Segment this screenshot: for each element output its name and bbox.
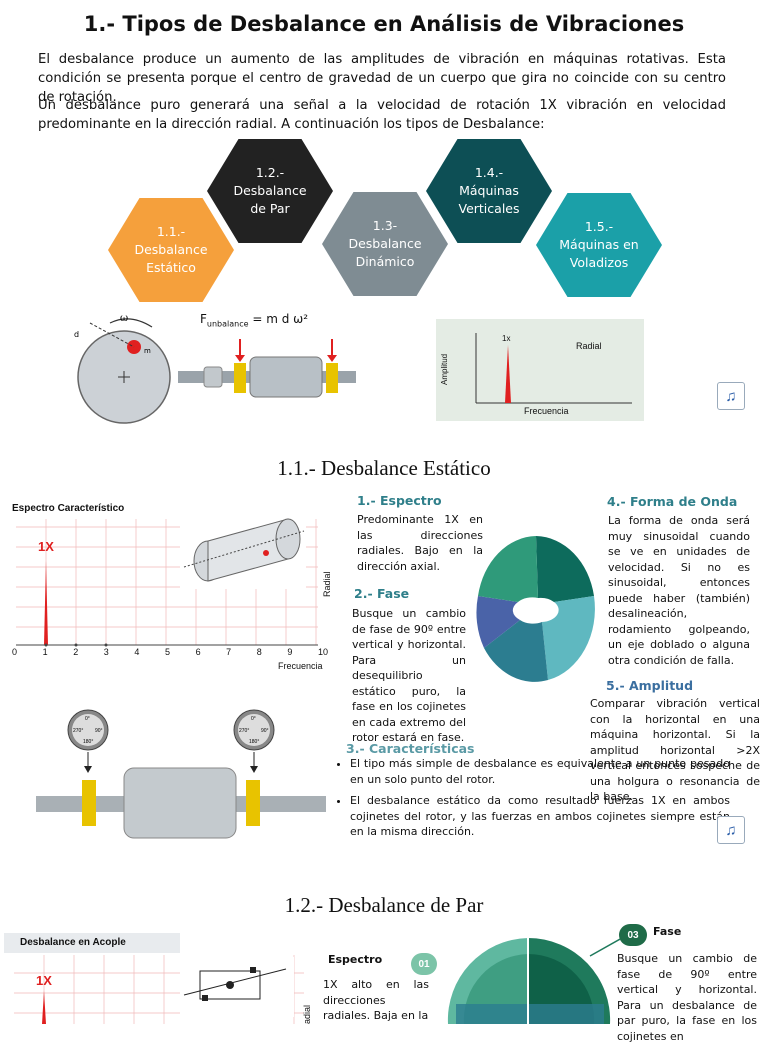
hex-desbalance-estatico[interactable]: 1.1.- Desbalance Estático <box>108 198 234 302</box>
dial-right-top: 0° <box>251 716 256 722</box>
x-tick: 4 <box>134 647 140 657</box>
espectro-heading: 1.- Espectro <box>357 493 442 508</box>
dial-left-top: 0° <box>85 716 90 722</box>
page-title: 1.- Tipos de Desbalance en Análisis de V… <box>83 12 685 36</box>
m-label: m <box>144 347 151 355</box>
intro-paragraph-1: El desbalance produce un aumento de las … <box>38 52 726 105</box>
immersive-reader-icon-2[interactable]: ♫ <box>717 816 745 844</box>
rotor-disk-diagram: ω d m <box>74 313 171 424</box>
par-espectro-text: 1X alto en las direcciones radiales. Baj… <box>323 978 429 1022</box>
caracteristica-item: El tipo más simple de desbalance es equi… <box>350 756 730 787</box>
spectrum-x-ticks: 0 1 2 3 4 5 6 7 8 9 10 <box>12 647 328 657</box>
radial-spectrum-chart: 1x Radial Amplitud Frecuencia <box>436 319 644 421</box>
forma-onda-text: La forma de onda será muy sinusoidal cua… <box>608 514 750 667</box>
x-tick: 8 <box>256 647 262 657</box>
radial-peak-1x <box>505 345 511 403</box>
intro-paragraph-2: Un desbalance puro generará una señal a … <box>38 98 726 132</box>
formula-rest: = m d ω² <box>252 312 309 326</box>
dial-right-left: 270° <box>239 728 249 734</box>
radial-ylabel: Amplitud <box>440 353 449 385</box>
x-tick: 10 <box>317 647 328 657</box>
spectrum-peak-1x <box>44 561 48 645</box>
dial-left-bottom: 180° <box>83 739 93 745</box>
coupling-ylabel: adial <box>302 1004 312 1024</box>
x-tick: 5 <box>164 647 170 657</box>
ring-graphic <box>476 536 595 682</box>
radial-xlabel: Frecuencia <box>524 406 569 416</box>
forma-onda-heading: 4.- Forma de Onda <box>607 494 738 509</box>
coupling-chart: Desbalance en Acople 1X adial <box>4 933 316 1024</box>
hex-desbalance-dinamico[interactable]: 1.3- Desbalance Dinámico <box>322 192 448 296</box>
hex-maquinas-voladizos[interactable]: 1.5.- Máquinas en Voladizos <box>536 193 662 297</box>
radial-series-label: Radial <box>576 341 602 351</box>
radial-peak-label: 1x <box>502 334 511 343</box>
par-ring-graphic <box>447 937 620 1024</box>
spectrum-ylabel: Radial <box>322 571 332 597</box>
immersive-reader-icon[interactable]: ♫ <box>717 382 745 410</box>
caracteristica-item: El desbalance estático da como resultado… <box>350 793 730 840</box>
x-tick: 0 <box>12 647 18 657</box>
rotor-dial-diagram: 0° 270° 90° 180° 0° 270° 90° 180° <box>36 709 326 839</box>
hex-maquinas-verticales[interactable]: 1.4.- Máquinas Verticales <box>426 139 552 243</box>
x-tick: 9 <box>287 647 293 657</box>
cylinder-inset-diagram <box>180 509 306 589</box>
dial-left-right: 90° <box>95 728 103 734</box>
spectrum-chart-title: Espectro Característico <box>12 503 125 514</box>
d-label: d <box>74 330 79 339</box>
caracteristicas-list: El tipo más simple de desbalance es equi… <box>336 756 730 846</box>
dial-right-bottom: 180° <box>249 739 259 745</box>
shaft-rotor-diagram <box>178 339 356 398</box>
badge-01: 01 <box>411 953 437 975</box>
x-tick: 1 <box>42 647 48 657</box>
amplitud-text: Comparar vibración vertical con la horiz… <box>590 697 760 803</box>
fase-heading: 2.- Fase <box>354 586 410 601</box>
omega-label: ω <box>120 313 128 324</box>
dial-left-left: 270° <box>73 728 83 734</box>
x-tick: 3 <box>103 647 109 657</box>
coupling-peak-label: 1X <box>36 973 52 988</box>
par-fase-heading: Fase <box>653 925 682 938</box>
par-fase-text: Busque un cambio de fase de 90º entre ve… <box>617 952 757 1043</box>
x-tick: 2 <box>73 647 79 657</box>
par-espectro-heading: Espectro <box>328 953 383 966</box>
x-tick: 6 <box>195 647 201 657</box>
coupling-chart-title: Desbalance en Acople <box>20 937 126 948</box>
unbalance-formula: Funbalance = m d ω² <box>200 312 308 328</box>
spectrum-xlabel: Frecuencia <box>278 661 323 671</box>
dial-right-right: 90° <box>261 728 269 734</box>
amplitud-heading: 5.- Amplitud <box>606 678 694 693</box>
caracteristicas-heading: 3.- Características <box>346 741 475 756</box>
spectrum-chart: Espectro Característico 1X 0 1 2 3 4 5 6… <box>6 497 334 675</box>
fase-text: Busque un cambio de fase de 90º entre ve… <box>352 607 466 744</box>
section-heading-par: 1.2.- Desbalance de Par <box>284 893 484 917</box>
hex-desbalance-par[interactable]: 1.2.- Desbalance de Par <box>207 139 333 243</box>
espectro-text: Predominante 1X en las direcciones radia… <box>357 513 483 573</box>
spectrum-peak-label: 1X <box>38 539 54 554</box>
section-heading-estatico: 1.1.- Desbalance Estático <box>277 456 491 480</box>
formula-sub: unbalance <box>206 319 249 329</box>
badge-03: 03 <box>619 924 647 946</box>
coupling-peak-1x <box>42 991 46 1024</box>
formula-f: F <box>200 312 207 326</box>
x-tick: 7 <box>226 647 232 657</box>
